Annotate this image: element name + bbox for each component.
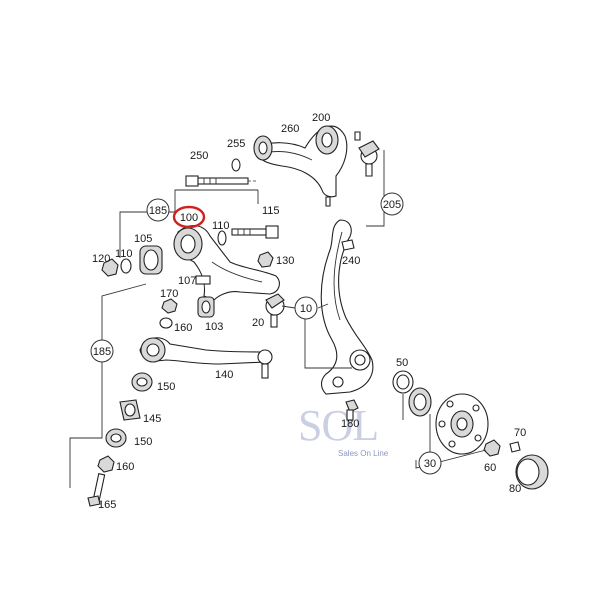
nut-160-b xyxy=(97,455,115,473)
nut-130 xyxy=(257,251,274,268)
label-160-b: 160 xyxy=(116,461,134,473)
label-205: 205 xyxy=(383,199,401,211)
callout-100-highlight: 100 xyxy=(172,205,206,229)
bolt-107 xyxy=(195,275,211,285)
label-100: 100 xyxy=(180,212,198,224)
label-150-a: 150 xyxy=(157,381,175,393)
label-110-a: 110 xyxy=(212,220,230,232)
upper-control-arm xyxy=(253,125,348,207)
label-115: 115 xyxy=(262,205,280,217)
label-185: 185 xyxy=(149,205,167,217)
dust-cap-80 xyxy=(515,454,549,490)
label-50: 50 xyxy=(396,357,408,369)
wheel-bearing xyxy=(408,387,432,417)
callout-185-top: 185 xyxy=(146,198,170,222)
nut-170 xyxy=(161,298,178,314)
label-105: 105 xyxy=(134,233,152,245)
label-150-b: 150 xyxy=(134,436,152,448)
nut-120 xyxy=(101,258,119,277)
bushing-103 xyxy=(197,296,215,318)
watermark: SOL Sales On Line xyxy=(298,401,389,458)
label-145: 145 xyxy=(143,413,161,425)
washer-110-b xyxy=(120,258,132,274)
label-110-b: 110 xyxy=(115,248,133,260)
callout-10: 10 xyxy=(294,296,318,320)
washer-160-a xyxy=(159,317,173,329)
bushing-105 xyxy=(139,245,163,275)
leader-lines xyxy=(69,150,487,488)
label-130: 130 xyxy=(276,255,294,267)
part-labels: 200 260 255 250 110 115 105 110 120 240 … xyxy=(92,112,526,511)
clip-70 xyxy=(509,441,521,453)
label-70: 70 xyxy=(514,427,526,439)
callout-185-left: 185 xyxy=(90,339,114,363)
label-140: 140 xyxy=(215,369,233,381)
ball-joint-20 xyxy=(265,293,285,328)
label-200: 200 xyxy=(312,112,330,124)
tension-strut xyxy=(139,337,273,379)
label-260: 260 xyxy=(281,123,299,135)
callout-30: 30 xyxy=(418,451,442,475)
bushing-stack xyxy=(105,372,153,448)
washer-110-a xyxy=(217,230,227,246)
label-250: 250 xyxy=(190,150,208,162)
watermark-brand: SOL xyxy=(298,401,378,450)
steering-knuckle xyxy=(320,219,374,395)
label-30: 30 xyxy=(424,458,436,470)
bolt-240 xyxy=(341,239,355,251)
wheel-hub xyxy=(435,393,489,455)
label-160-a: 160 xyxy=(174,322,192,334)
label-107: 107 xyxy=(178,275,196,287)
label-170: 170 xyxy=(160,288,178,300)
bolt-250 xyxy=(185,175,249,187)
label-103: 103 xyxy=(205,321,223,333)
callout-205: 205 xyxy=(380,192,404,216)
ball-joint-upper xyxy=(354,131,380,177)
bolt-115 xyxy=(231,225,279,239)
label-60: 60 xyxy=(484,462,496,474)
label-10: 10 xyxy=(300,303,312,315)
bolt-180 xyxy=(345,399,359,421)
label-240: 240 xyxy=(342,255,360,267)
label-165: 165 xyxy=(98,499,116,511)
label-185-left: 185 xyxy=(93,346,111,358)
label-180: 180 xyxy=(341,418,359,430)
seal-50 xyxy=(392,370,414,394)
bolt-165 xyxy=(87,473,106,507)
nut-60 xyxy=(483,439,501,457)
lower-control-arm xyxy=(173,225,280,301)
watermark-tagline: Sales On Line xyxy=(338,449,389,458)
label-20: 20 xyxy=(252,317,264,329)
washer-255 xyxy=(231,158,241,172)
label-120: 120 xyxy=(92,253,110,265)
label-255: 255 xyxy=(227,138,245,150)
label-80: 80 xyxy=(509,483,521,495)
